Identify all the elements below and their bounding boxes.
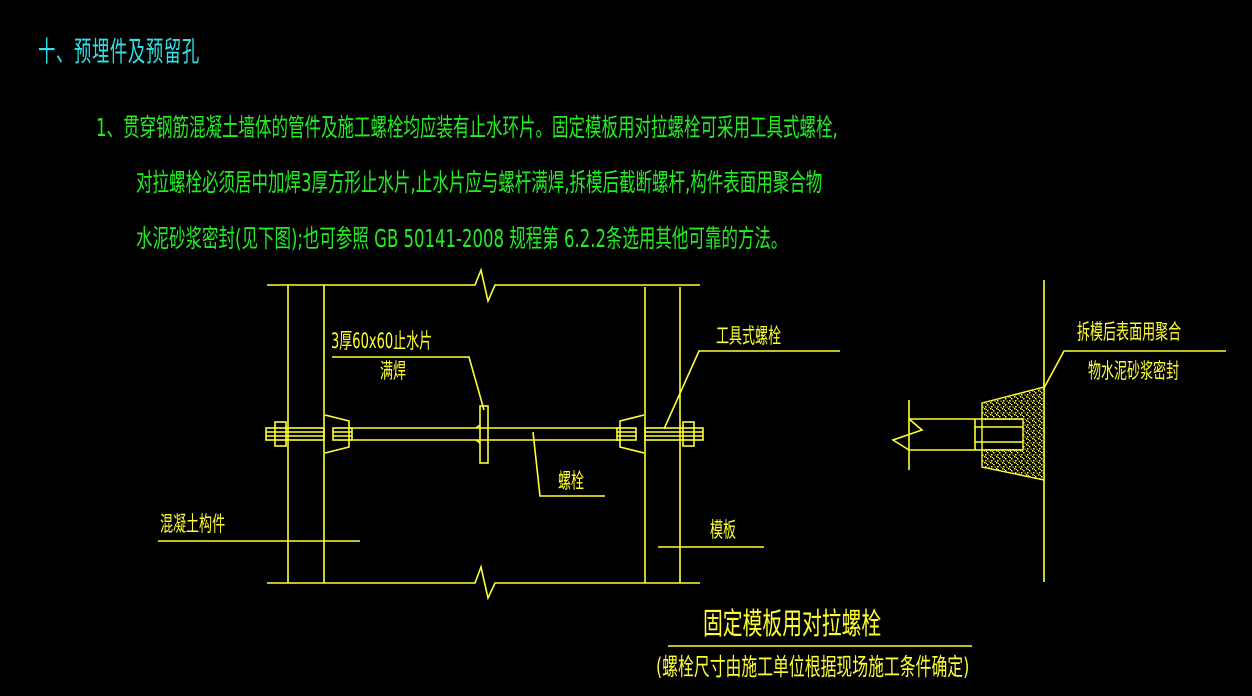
top-break-line: [267, 267, 700, 304]
label-formwork: 模板: [710, 518, 737, 542]
leader-water-stop: [332, 356, 485, 411]
right-nut: [682, 421, 695, 447]
label-concrete-member: 混凝土构件: [160, 512, 226, 536]
left-cone: [324, 414, 350, 454]
drawing-subtitle: (螺栓尺寸由施工单位根据现场施工条件确定): [656, 653, 970, 681]
water-stop-plate: [479, 405, 489, 464]
label-seal-line-2: 物水泥砂浆密封: [1088, 359, 1180, 383]
bottom-break-line: [267, 564, 700, 601]
left-nut: [274, 421, 287, 447]
label-full-weld: 满焊: [380, 359, 407, 383]
label-tool-bolt: 工具式螺栓: [716, 324, 782, 348]
label-bolt: 螺栓: [558, 469, 585, 493]
leader-seal: [1043, 350, 1226, 389]
note-line-2: 对拉螺栓必须居中加焊3厚方形止水片,止水片应与螺杆满焊,拆模后截断螺杆,构件表面…: [136, 168, 823, 197]
leader-tool-bolt: [663, 350, 840, 430]
note-line-3: 水泥砂浆密封(见下图);也可参照 GB 50141-2008 规程第 6.2.2…: [136, 224, 788, 253]
mortar-seal: [981, 386, 1045, 481]
drawing-title: 固定模板用对拉螺栓: [703, 607, 882, 642]
label-water-stop-plate: 3厚60x60止水片: [331, 329, 433, 353]
label-seal-line-1: 拆模后表面用聚合: [1077, 320, 1182, 344]
note-line-1: 1、贯穿钢筋混凝土墙体的管件及施工螺栓均应装有止水环片。固定模板用对拉螺栓可采用…: [96, 113, 838, 142]
leader-bolt: [532, 431, 605, 497]
section-heading: 十、预埋件及预留孔: [38, 35, 200, 68]
right-cone: [619, 414, 645, 454]
